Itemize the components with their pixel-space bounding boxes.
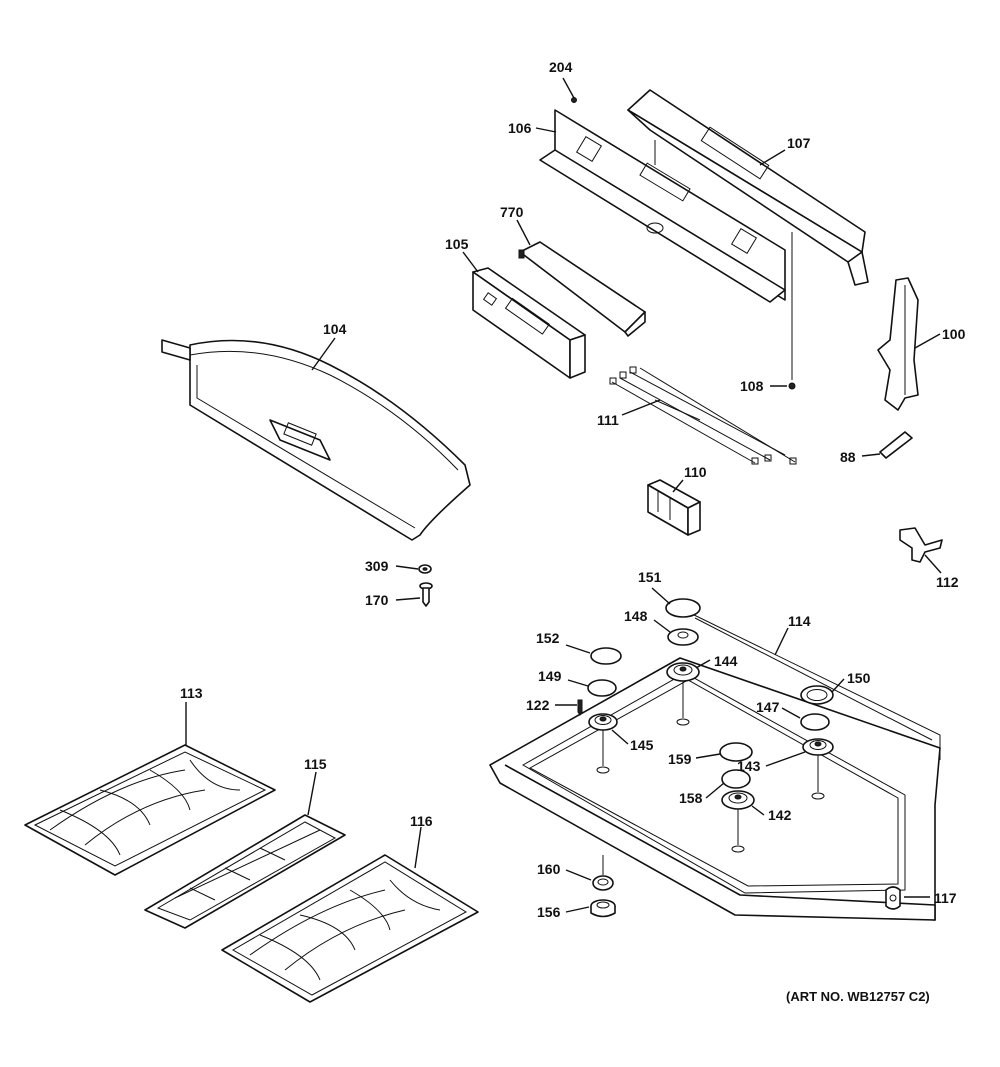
part-106-back-panel <box>539 109 786 303</box>
label-204: 204 <box>549 59 573 75</box>
part-170-screw <box>419 582 433 607</box>
label-309: 309 <box>365 558 389 574</box>
label-122: 122 <box>526 697 550 713</box>
label-170: 170 <box>365 592 389 608</box>
label-156: 156 <box>537 904 561 920</box>
part-149-head <box>587 679 617 697</box>
part-150-cap <box>800 685 834 705</box>
part-111-wire-harness <box>609 366 797 465</box>
part-159-cap <box>719 742 753 762</box>
part-105-control-board <box>472 267 586 379</box>
part-113-grate <box>24 744 276 876</box>
label-114: 114 <box>788 613 811 629</box>
label-117: 117 <box>934 890 957 906</box>
art-number: (ART NO. WB12757 C2) <box>786 989 930 1004</box>
label-148: 148 <box>624 608 648 624</box>
part-144-burner <box>666 662 700 726</box>
label-770: 770 <box>500 204 524 220</box>
part-145-burner <box>588 713 618 774</box>
label-145: 145 <box>630 737 654 753</box>
label-115: 115 <box>304 756 327 772</box>
label-111: 111 <box>597 412 619 428</box>
part-107-bracket <box>627 89 869 286</box>
label-142: 142 <box>768 807 792 823</box>
leader-lines <box>185 77 942 913</box>
part-104-control-panel <box>161 339 471 541</box>
part-108-screw <box>788 232 796 390</box>
part-88-clip <box>879 431 913 459</box>
label-113: 113 <box>180 685 203 701</box>
part-labels: 204 106 107 770 105 104 100 108 111 88 1… <box>180 59 966 1004</box>
part-158-head <box>721 769 751 789</box>
part-151-cap <box>665 598 701 618</box>
part-122-screw <box>577 699 583 716</box>
label-105: 105 <box>445 236 469 252</box>
label-104: 104 <box>323 321 347 337</box>
part-110-spark-module <box>647 479 701 536</box>
part-116-grate <box>221 854 479 1003</box>
part-147-head <box>800 713 830 731</box>
label-147: 147 <box>756 699 780 715</box>
part-112-bracket <box>899 527 943 563</box>
label-152: 152 <box>536 630 560 646</box>
label-151: 151 <box>638 569 662 585</box>
label-100: 100 <box>942 326 966 342</box>
part-148-head <box>667 628 699 646</box>
label-106: 106 <box>508 120 532 136</box>
label-108: 108 <box>740 378 764 394</box>
label-143: 143 <box>737 758 761 774</box>
label-116: 116 <box>410 813 433 829</box>
part-142-burner <box>721 790 755 853</box>
label-112: 112 <box>936 574 959 590</box>
label-159: 159 <box>668 751 692 767</box>
label-150: 150 <box>847 670 871 686</box>
label-149: 149 <box>538 668 562 684</box>
part-156-foot <box>590 899 616 918</box>
part-115-center-grate <box>144 814 346 929</box>
label-88: 88 <box>840 449 856 465</box>
label-158: 158 <box>679 790 703 806</box>
part-309-washer <box>418 564 432 574</box>
label-160: 160 <box>537 861 561 877</box>
part-204-screw <box>571 97 577 103</box>
part-770-shield <box>518 241 646 337</box>
part-160-grommet <box>592 855 614 891</box>
part-152-cap <box>590 647 622 665</box>
label-107: 107 <box>787 135 811 151</box>
part-143-burner <box>802 738 834 800</box>
part-117-knob <box>885 886 901 910</box>
label-144: 144 <box>714 653 738 669</box>
part-100-side-trim <box>877 277 919 411</box>
label-110: 110 <box>684 464 707 480</box>
